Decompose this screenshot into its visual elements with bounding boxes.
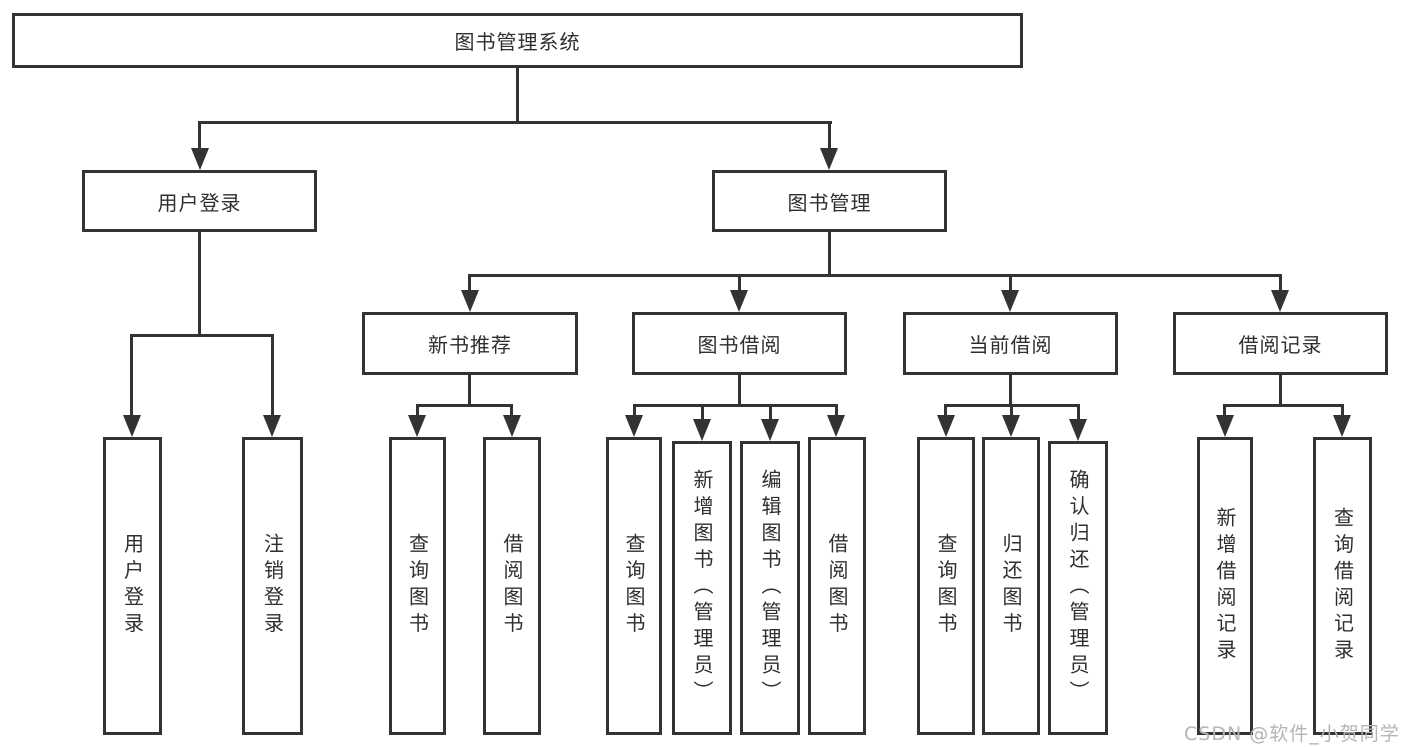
node-label: 当前借阅	[968, 333, 1053, 357]
connector	[468, 274, 1282, 277]
leaf-add-books-admin: 新增图书（管理员）	[672, 441, 732, 735]
leaf-user-login: 用户登录	[103, 437, 162, 735]
connector	[510, 404, 513, 417]
node-label: 借阅记录	[1238, 333, 1323, 357]
leaf-query-books-borrow: 查询图书	[606, 437, 662, 735]
connector	[633, 404, 838, 407]
arrowhead	[1001, 290, 1019, 312]
connector	[468, 274, 471, 292]
leaf-query-books-recommend: 查询图书	[389, 437, 446, 735]
leaf-label: 查询图书	[934, 533, 958, 639]
connector	[1341, 404, 1344, 417]
connector	[130, 334, 133, 418]
connector	[416, 404, 513, 407]
arrowhead	[1271, 290, 1289, 312]
connector	[1009, 375, 1012, 407]
arrowhead	[1333, 415, 1351, 437]
arrowhead	[1002, 415, 1020, 437]
leaf-query-books-current: 查询图书	[917, 437, 975, 735]
connector	[701, 404, 704, 421]
leaf-query-borrow-record: 查询借阅记录	[1313, 437, 1372, 735]
arrowhead	[461, 290, 479, 312]
arrowhead	[693, 419, 711, 441]
leaf-confirm-return-admin: 确认归还（管理员）	[1048, 441, 1108, 735]
connector	[738, 375, 741, 407]
connector	[1279, 375, 1282, 407]
leaf-borrow-books: 借阅图书	[808, 437, 866, 735]
leaf-label: 编辑图书（管理员）	[758, 469, 782, 707]
leaf-edit-books-admin: 编辑图书（管理员）	[740, 441, 800, 735]
node-label: 用户登录	[157, 190, 242, 215]
connector	[271, 334, 274, 418]
connector	[1223, 404, 1344, 407]
arrowhead	[503, 415, 521, 437]
node-label: 图书管理系统	[454, 30, 581, 54]
arrowhead	[827, 415, 845, 437]
connector	[198, 232, 201, 337]
connector	[769, 404, 772, 421]
arrowhead	[1216, 415, 1234, 437]
node-current-borrow: 当前借阅	[903, 312, 1118, 375]
connector	[633, 404, 636, 417]
connector	[1010, 404, 1013, 417]
arrowhead	[263, 415, 281, 437]
arrowhead	[761, 419, 779, 441]
node-new-book-recommend: 新书推荐	[362, 312, 578, 375]
leaf-add-borrow-record: 新增借阅记录	[1197, 437, 1253, 735]
connector	[835, 404, 838, 417]
leaf-label: 查询图书	[622, 533, 646, 639]
arrowhead	[408, 415, 426, 437]
arrowhead	[937, 415, 955, 437]
node-book-management: 图书管理	[712, 170, 947, 232]
node-root-system: 图书管理系统	[12, 13, 1023, 68]
arrowhead	[820, 148, 838, 170]
connector	[1077, 404, 1080, 421]
arrowhead	[191, 148, 209, 170]
node-label: 图书借阅	[697, 333, 782, 357]
leaf-label: 新增图书（管理员）	[690, 469, 714, 707]
leaf-return-books: 归还图书	[982, 437, 1040, 735]
arrowhead	[730, 290, 748, 312]
connector	[828, 121, 831, 150]
connector	[738, 274, 741, 292]
leaf-label: 归还图书	[999, 533, 1023, 639]
leaf-logout: 注销登录	[242, 437, 303, 735]
arrowhead	[625, 415, 643, 437]
connector	[944, 404, 947, 417]
node-borrow-records: 借阅记录	[1173, 312, 1388, 375]
connector	[1223, 404, 1226, 417]
arrowhead	[123, 415, 141, 437]
leaf-label: 查询借阅记录	[1330, 506, 1355, 666]
connector	[198, 121, 832, 124]
connector	[516, 68, 519, 124]
connector	[468, 375, 471, 407]
connector	[198, 121, 201, 150]
leaf-label: 确认归还（管理员）	[1066, 469, 1090, 707]
leaf-borrow-books-recommend: 借阅图书	[483, 437, 541, 735]
leaf-label: 借阅图书	[825, 533, 849, 639]
leaf-label: 新增借阅记录	[1213, 506, 1237, 666]
connector	[1009, 274, 1012, 292]
connector	[130, 334, 274, 337]
leaf-label: 用户登录	[120, 533, 145, 639]
node-label: 图书管理	[787, 190, 872, 215]
leaf-label: 借阅图书	[500, 533, 524, 639]
node-book-borrow: 图书借阅	[632, 312, 847, 375]
node-label: 新书推荐	[428, 333, 512, 357]
node-user-login: 用户登录	[82, 170, 317, 232]
connector	[1279, 274, 1282, 292]
watermark-text: CSDN @软件_小贺同学	[1184, 723, 1400, 745]
leaf-label: 注销登录	[260, 533, 285, 639]
connector	[828, 232, 831, 277]
leaf-label: 查询图书	[405, 533, 430, 639]
arrowhead	[1069, 419, 1087, 441]
connector	[416, 404, 419, 417]
